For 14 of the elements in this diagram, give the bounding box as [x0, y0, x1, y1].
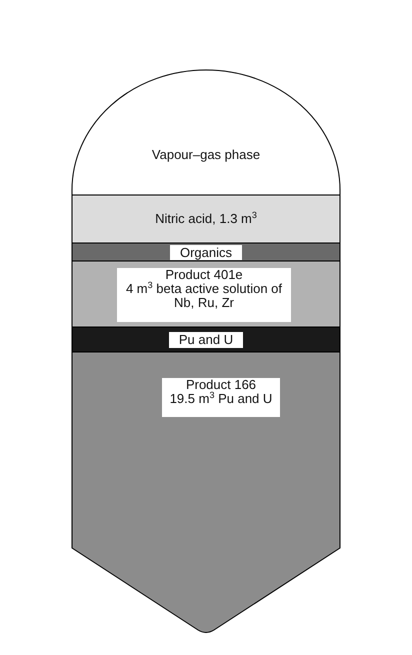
liquid-layer — [72, 327, 340, 352]
liquid-layer — [72, 261, 340, 327]
layer-label: Organics — [170, 245, 242, 260]
layer-label: Pu and U — [169, 332, 243, 348]
liquid-layer — [72, 243, 340, 261]
liquid-layer — [72, 195, 340, 243]
layer-description: 19.5 m$^{3}$ Pu and U — [168, 392, 274, 406]
liquid-layer — [72, 352, 340, 634]
layer-label: Product 401e — [164, 268, 244, 282]
layer-label: Product 166 — [184, 378, 258, 392]
layer-description: 4 m$^{3}$ beta active solution of Nb, Ru, Zr — [124, 282, 284, 310]
layer-label: Nitric acid, 1.3 m$^{3}$ — [154, 212, 258, 226]
vapour-space — [72, 70, 340, 195]
layer-label: Vapour–gas phase — [150, 148, 262, 162]
